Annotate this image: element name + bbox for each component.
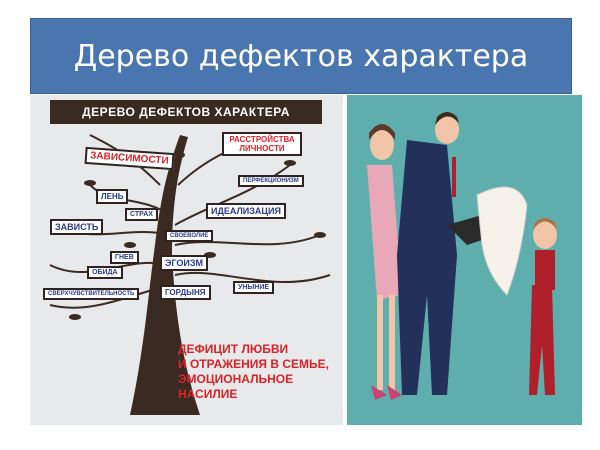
label-envy: ЗАВИСТЬ xyxy=(50,219,104,235)
tree-title: ДЕРЕВО ДЕФЕКТОВ ХАРАКТЕРА xyxy=(50,100,322,124)
label-idealization: ИДЕАЛИЗАЦИЯ xyxy=(206,203,286,219)
label-laziness: ЛЕНЬ xyxy=(96,189,129,204)
label-pride: ГОРДЫНЯ xyxy=(160,285,211,300)
root-line: И ОТРАЖЕНИЯ В СЕМЬЕ, xyxy=(178,357,329,371)
label-personality-disorders: РАССТРОЙСТВА ЛИЧНОСТИ xyxy=(222,132,302,156)
label-perfectionism: ПЕРФЕКЦИОНИЗМ xyxy=(238,175,304,187)
slide-title-banner: Дерево дефектов характера xyxy=(30,18,572,94)
label-egoism: ЭГОИЗМ xyxy=(160,255,208,271)
label-self-will: СВОЕВОЛИЕ xyxy=(165,230,214,242)
label-despondency: УНЫНИЕ xyxy=(233,281,275,294)
label-hypersensitivity: СВЕРХЧУВСТВИТЕЛЬНОСТЬ xyxy=(43,288,140,300)
tree-root-caption: ДЕФИЦИТ ЛЮБВИ И ОТРАЖЕНИЯ В СЕМЬЕ, ЭМОЦИ… xyxy=(178,342,343,402)
character-defects-tree-image: ДЕРЕВО ДЕФЕКТОВ ХАРАКТЕРА ЗАВИСИМОСТИ РА… xyxy=(30,95,343,425)
parents-cutting-wings-illustration xyxy=(347,95,582,425)
root-line: ЭМОЦИОНАЛЬНОЕ НАСИЛИЕ xyxy=(178,372,294,401)
label-anger: ГНЕВ xyxy=(110,251,139,264)
label-resentment: ОБИДА xyxy=(87,266,123,279)
slide-title: Дерево дефектов характера xyxy=(73,38,529,74)
root-line: ДЕФИЦИТ ЛЮБВИ xyxy=(178,342,289,356)
illustration-drawing xyxy=(367,112,557,400)
label-fear: СТРАХ xyxy=(125,208,158,221)
